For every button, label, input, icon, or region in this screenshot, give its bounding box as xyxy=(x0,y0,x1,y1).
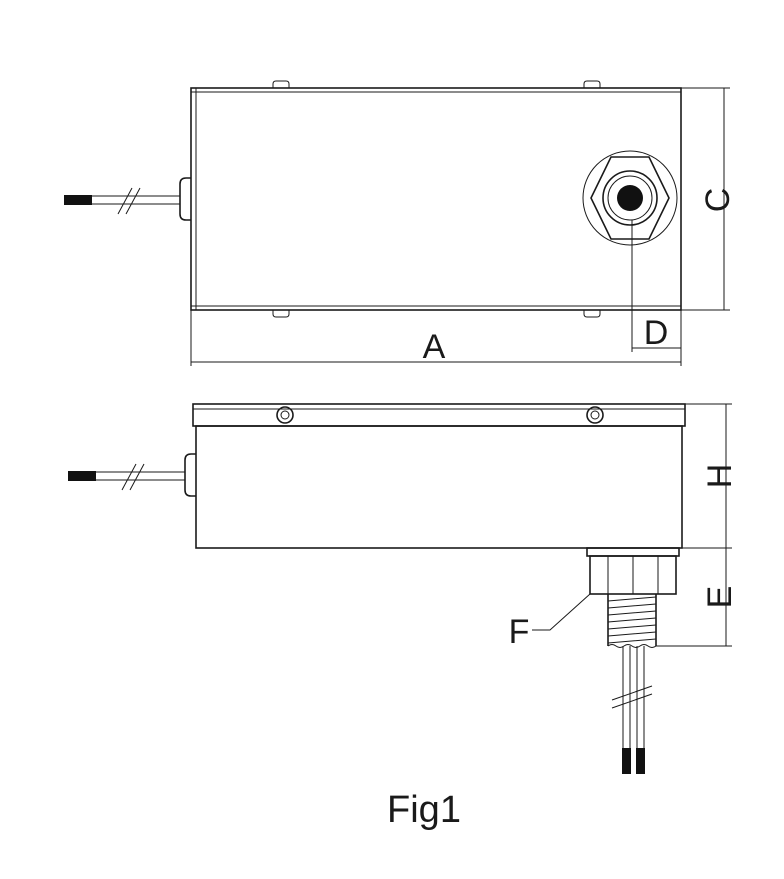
wire-end xyxy=(64,195,92,205)
mount-tab xyxy=(272,80,290,88)
figure-caption: Fig1 xyxy=(387,789,461,831)
cable-bottom xyxy=(611,646,653,774)
side-view-lid xyxy=(192,403,686,427)
label-c: C xyxy=(699,188,737,213)
dimension-d: D xyxy=(631,220,682,352)
side-view-body xyxy=(195,425,683,549)
label-d: D xyxy=(644,314,669,352)
label-f: F xyxy=(509,613,530,651)
lid-screw xyxy=(276,406,294,424)
side-view: H E F xyxy=(68,403,739,774)
bottom-fitting xyxy=(586,547,680,595)
cable-gland xyxy=(184,453,196,497)
dimension-c: C xyxy=(681,87,737,311)
top-view: C D A xyxy=(64,80,737,366)
outlet-hole xyxy=(617,185,643,211)
cable-left xyxy=(64,187,180,215)
cable-left xyxy=(68,463,185,491)
dimension-h: H xyxy=(682,403,739,549)
threaded-stem xyxy=(607,594,657,648)
mount-tab xyxy=(272,310,290,318)
mount-tab xyxy=(583,80,601,88)
wire-end xyxy=(68,471,96,481)
label-a: A xyxy=(423,328,446,366)
dimension-e: E xyxy=(656,548,739,647)
top-view-body xyxy=(190,87,682,311)
wire-end xyxy=(622,748,631,774)
leader-f: F xyxy=(509,593,591,651)
hex-outlet xyxy=(582,150,678,246)
mount-tab xyxy=(583,310,601,318)
lid-screw xyxy=(586,406,604,424)
cable-gland xyxy=(179,177,191,221)
dimension-a: A xyxy=(190,310,682,366)
wire-end xyxy=(636,748,645,774)
label-h: H xyxy=(701,464,739,489)
label-e: E xyxy=(701,586,739,609)
